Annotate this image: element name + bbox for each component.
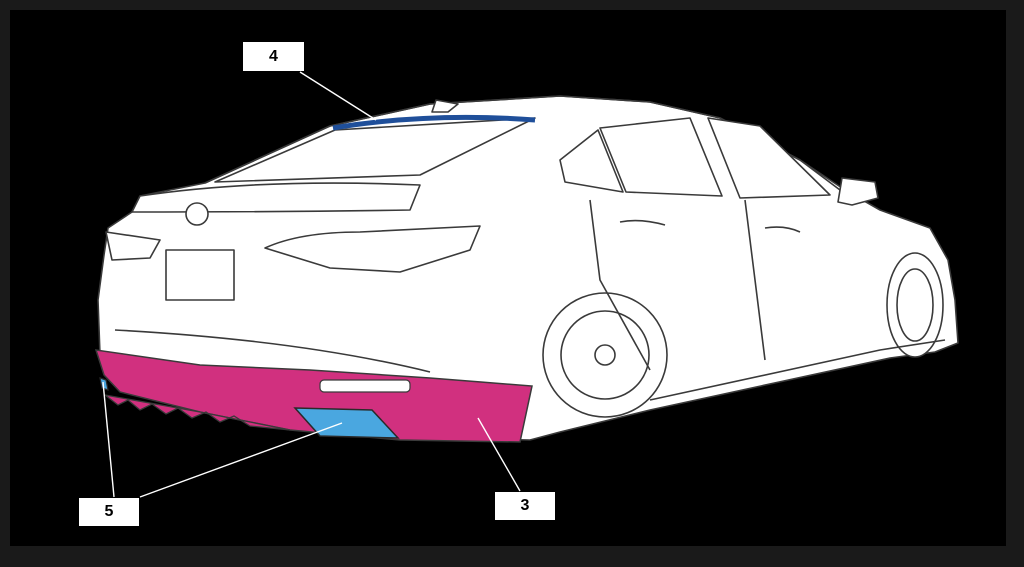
leader-line-5a: [102, 381, 115, 498]
rear-diffuser-part: [94, 349, 533, 443]
rear-side-window: [559, 129, 624, 193]
front-door-window: [707, 117, 831, 199]
side-mirror: [837, 177, 879, 206]
antenna: [431, 99, 459, 113]
leader-line-3: [477, 417, 521, 492]
trunk-lid: [131, 182, 421, 213]
front-wheel: [886, 252, 944, 358]
side-skirt: [649, 339, 946, 401]
callout-label-spoiler: 4: [243, 42, 304, 71]
callout-label-diffuser: 3: [495, 492, 555, 520]
tail-light-right: [264, 225, 481, 273]
leader-line-5b: [139, 422, 343, 498]
door-lines: [589, 199, 801, 371]
license-plate: [165, 249, 235, 301]
leader-line-4: [299, 71, 377, 121]
callout-label-exhaust: 5: [79, 498, 139, 526]
tail-light-left: [105, 231, 161, 261]
spoiler-part: [332, 114, 536, 131]
emblem: [185, 202, 209, 226]
rear-door-window: [599, 117, 723, 197]
